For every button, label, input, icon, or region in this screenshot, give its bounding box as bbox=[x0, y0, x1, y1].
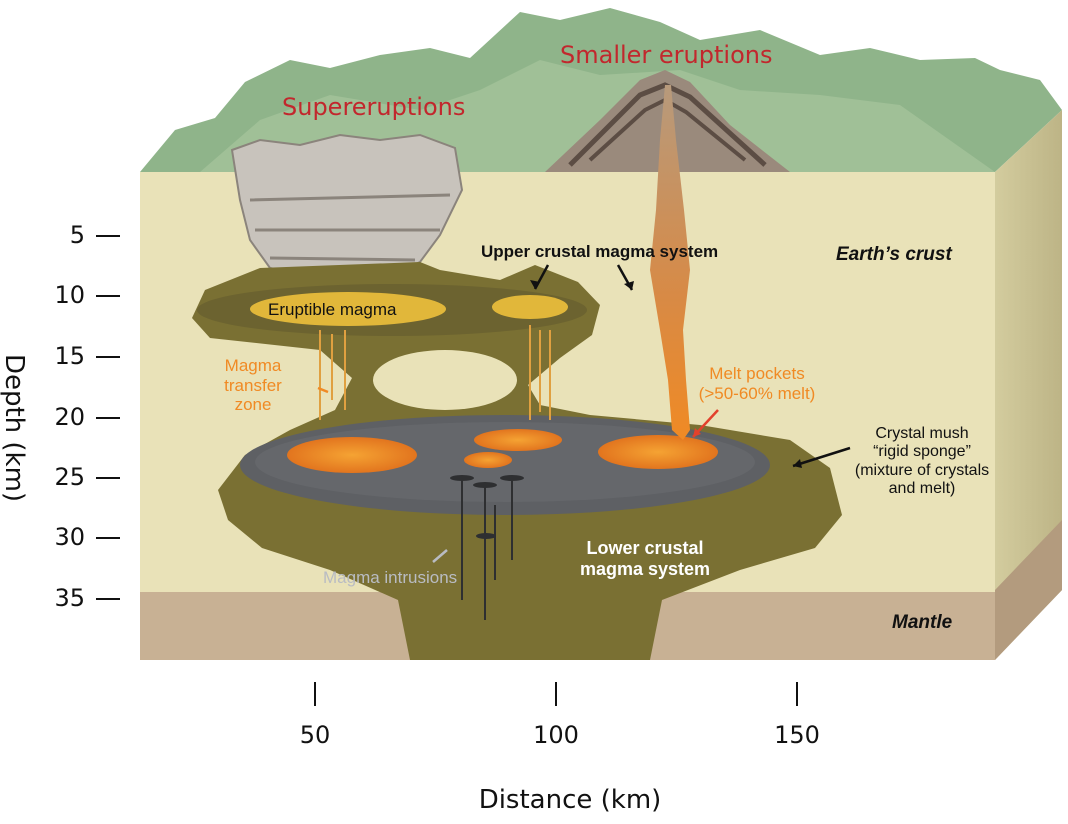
y-tick-label: 15 bbox=[54, 342, 85, 370]
supereruptions-label: Supereruptions bbox=[282, 93, 466, 121]
crust-window bbox=[373, 350, 517, 410]
magma-transfer-label: Magma transfer zone bbox=[224, 356, 282, 415]
block-side-face bbox=[995, 110, 1062, 660]
mantle-label: Mantle bbox=[892, 612, 953, 633]
x-axis-title: Distance (km) bbox=[478, 785, 662, 815]
x-tick-label: 50 bbox=[299, 721, 331, 749]
y-tick-label: 25 bbox=[54, 463, 85, 491]
eruptible-magma-label: Eruptible magma bbox=[268, 300, 397, 319]
y-tick-label: 10 bbox=[54, 281, 85, 309]
y-tick-label: 35 bbox=[54, 584, 85, 612]
y-tick-label: 20 bbox=[54, 403, 85, 431]
smaller-eruptions-label: Smaller eruptions bbox=[560, 41, 773, 69]
earths-crust-label: Earth’s crust bbox=[836, 244, 952, 265]
crystal-mush-label: Crystal mush “rigid sponge” (mixture of … bbox=[854, 425, 990, 498]
x-axis-ticks bbox=[314, 682, 798, 706]
y-tick-label: 30 bbox=[54, 523, 85, 551]
melt-pocket bbox=[598, 435, 718, 469]
melt-pocket bbox=[287, 437, 417, 473]
melt-pocket bbox=[474, 429, 562, 451]
eruptible-magma-lens bbox=[250, 292, 446, 326]
lower-crustal-label: Lower crustal magma system bbox=[579, 538, 711, 579]
intrusion-dikes bbox=[461, 478, 513, 620]
melt-pockets-label: Melt pockets (>50-60% melt) bbox=[698, 364, 816, 403]
upper-crustal-label: Upper crustal magma system bbox=[481, 242, 719, 261]
melt-pocket bbox=[464, 452, 512, 468]
y-axis-title: Depth (km) bbox=[0, 353, 29, 503]
y-axis-ticks bbox=[96, 235, 120, 600]
y-tick-label: 5 bbox=[69, 221, 85, 249]
caldera-rocks bbox=[230, 133, 464, 282]
magma-conduit bbox=[650, 85, 690, 440]
x-tick-label: 150 bbox=[774, 721, 820, 749]
mantle-side-face bbox=[995, 520, 1062, 660]
magma-intrusions-label: Magma intrusions bbox=[323, 568, 458, 587]
transfer-dikes bbox=[319, 325, 551, 420]
x-tick-label: 100 bbox=[533, 721, 579, 749]
